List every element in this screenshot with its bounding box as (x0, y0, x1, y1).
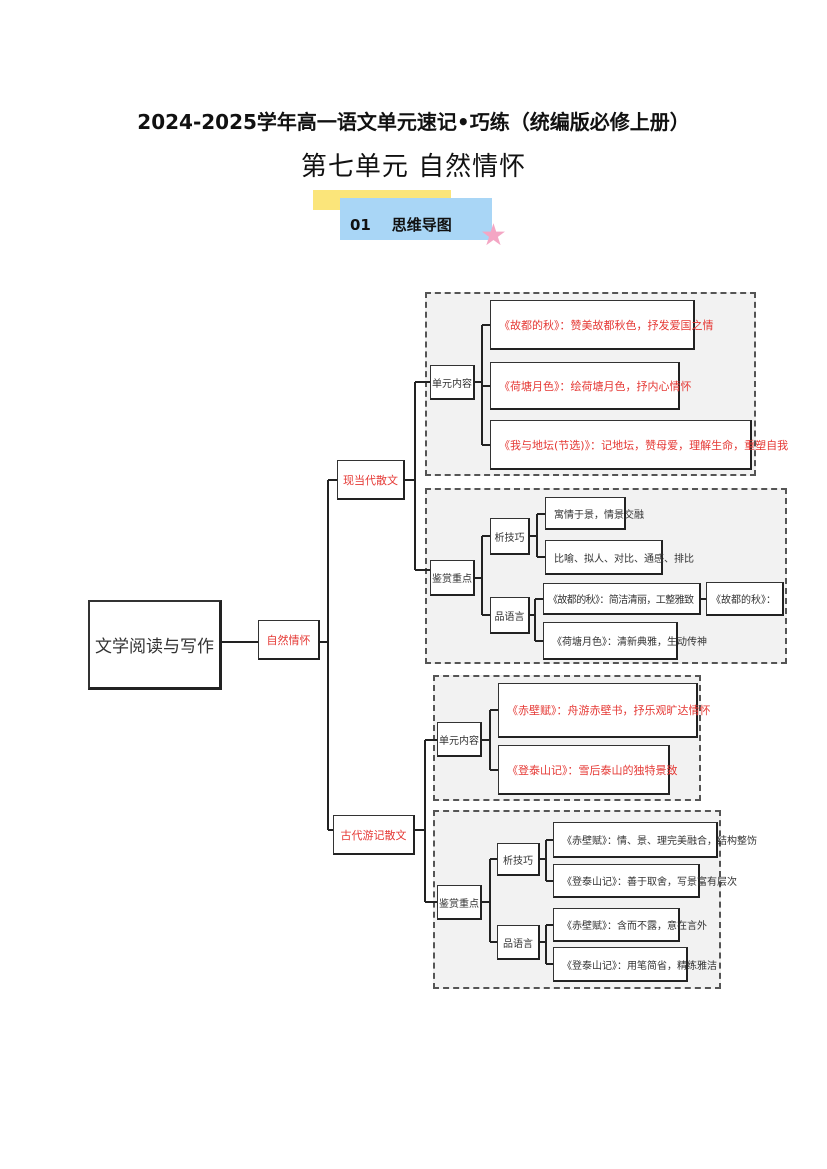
ancient-prose-node: 古代游记散文 (333, 815, 415, 855)
ancient-content-node: 单元内容 (437, 722, 482, 757)
section-heading: 01 思维导图 (350, 214, 452, 235)
ancient-language-node: 品语言 (497, 925, 540, 960)
section-number: 01 (350, 216, 371, 234)
unit-title: 第七单元 自然情怀 (300, 152, 527, 182)
technique-item: 《登泰山记》：善于取舍，写景富有层次 (553, 864, 737, 898)
modern-content-node: 单元内容 (430, 365, 475, 400)
technique-item: 寓情于景，情景交融 (545, 497, 644, 530)
modern-language-node: 品语言 (490, 597, 530, 634)
ancient-content-item: 《登泰山记》：雪后泰山的独特景致 (498, 745, 678, 795)
modern-technique-node: 析技巧 (490, 518, 530, 555)
root-node: 文学阅读与写作 (88, 600, 222, 690)
ancient-content-item: 《赤壁赋》：舟游赤壁书，抒乐观旷达情怀 (498, 683, 711, 738)
language-item: 《赤壁赋》：含而不露，意在言外 (553, 908, 707, 942)
language-item: 《登泰山记》：用笔简省，精练雅洁 (553, 947, 717, 982)
technique-item: 《赤壁赋》：情、景、理完美融合，结构整饬 (553, 822, 757, 858)
modern-content-item: 《故都的秋》：赞美故都秋色，抒发爱国之情 (490, 300, 714, 350)
modern-appreciation-node: 鉴赏重点 (430, 560, 475, 596)
language-extra-item: 《故都的秋》： (706, 582, 784, 616)
theme-node: 自然情怀 (258, 620, 320, 660)
technique-item: 比喻、拟人、对比、通感、排比 (545, 540, 694, 575)
language-item: 《故都的秋》：简洁清丽，工整雅致 (543, 583, 701, 615)
star-icon: ★ (480, 218, 507, 253)
section-label: 思维导图 (391, 216, 452, 234)
modern-content-item: 《荷塘月色》：绘荷塘月色，抒内心情怀 (490, 362, 692, 410)
document-title: 2024-2025学年高一语文单元速记•巧练（统编版必修上册） (137, 110, 690, 134)
ancient-appreciation-node: 鉴赏重点 (437, 885, 482, 920)
modern-content-item: 《我与地坛(节选)》：记地坛，赞母爱，理解生命，重塑自我 (490, 420, 788, 470)
ancient-technique-node: 析技巧 (497, 843, 540, 876)
language-item: 《荷塘月色》：清新典雅，生动传神 (543, 622, 707, 660)
modern-prose-node: 现当代散文 (337, 460, 405, 500)
section-banner (340, 198, 492, 240)
